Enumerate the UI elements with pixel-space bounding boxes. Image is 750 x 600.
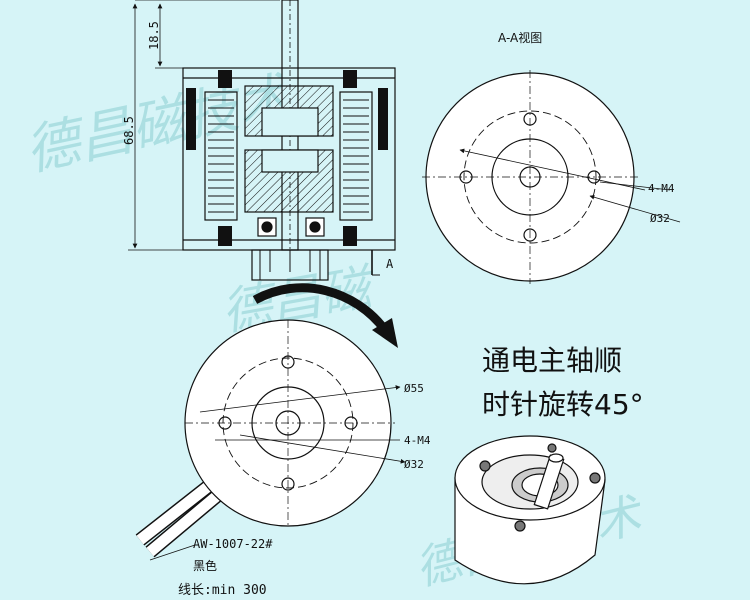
aa-bolt-left bbox=[459, 170, 473, 184]
aa-view bbox=[422, 70, 681, 284]
aa-bolt-right bbox=[587, 170, 601, 184]
dim-bolt-top: 4-M4 bbox=[648, 182, 675, 195]
view-label: A-A视图 bbox=[498, 30, 542, 45]
rotation-arrowhead bbox=[372, 318, 398, 348]
dim-bolt-bottom: 4-M4 bbox=[404, 434, 431, 447]
dim-outer-bottom: Ø55 bbox=[404, 382, 424, 395]
aa-bolt-top bbox=[523, 112, 537, 126]
cable-model: AW-1007-22# bbox=[193, 537, 273, 551]
dim-height-top: 18.5 bbox=[147, 21, 161, 50]
cable-length: 线长:min 300 bbox=[178, 583, 267, 598]
dim-pcd-bottom: Ø32 bbox=[404, 458, 424, 471]
windings bbox=[186, 70, 388, 246]
section-marker-label: A bbox=[386, 257, 394, 271]
motor-3d bbox=[454, 435, 606, 585]
section-view bbox=[128, 0, 396, 281]
rotated-view bbox=[135, 319, 406, 561]
dim-height-total: 68.5 bbox=[122, 116, 136, 145]
cable-color: 黑色 bbox=[193, 559, 217, 573]
aa-bolt-bottom bbox=[523, 228, 537, 242]
dim-pcd-top: Ø32 bbox=[650, 212, 670, 225]
rotation-arrow bbox=[252, 283, 389, 333]
note-line-1: 通电主轴顺 bbox=[482, 344, 622, 377]
stator-right bbox=[339, 91, 373, 221]
note-line-2: 时针旋转45° bbox=[482, 388, 644, 421]
stator-left bbox=[204, 91, 238, 221]
